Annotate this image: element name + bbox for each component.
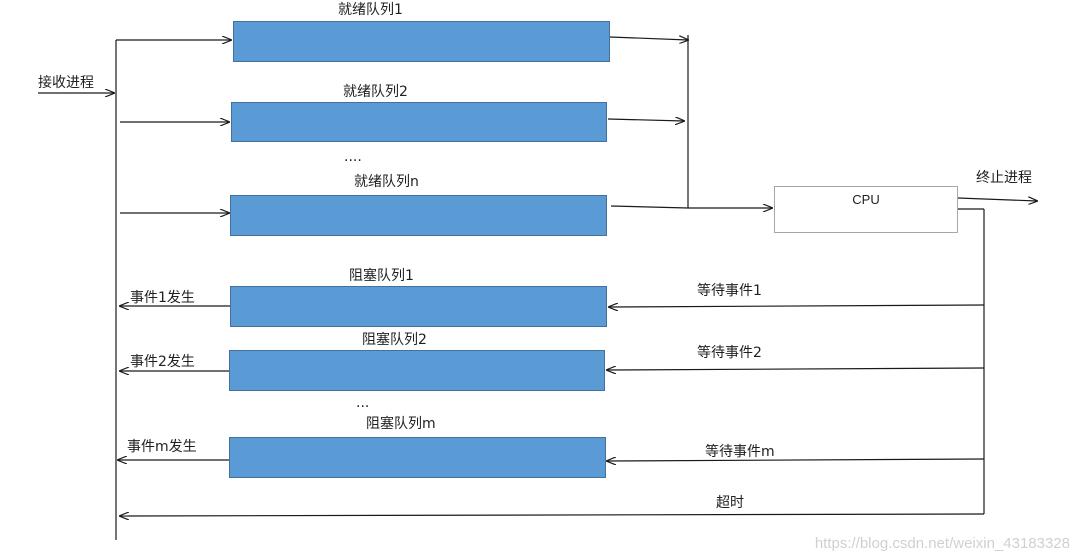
- ready-queue-2-label: 就绪队列2: [343, 84, 408, 100]
- cpu-box: CPU: [774, 186, 958, 233]
- blocked-queue-2-label: 阻塞队列2: [362, 332, 427, 348]
- timeout-label: 超时: [716, 495, 744, 511]
- wait-event-m-label: 等待事件m: [705, 444, 775, 460]
- ready-queue-n-box: [230, 195, 607, 236]
- blocked-ellipsis: ...: [356, 395, 370, 411]
- ready-queue-1-label: 就绪队列1: [338, 2, 403, 18]
- ready-queue-1-box: [233, 21, 610, 62]
- blocked-queue-2-box: [229, 350, 605, 391]
- ready-queue-2-box: [231, 102, 607, 142]
- blocked-queue-1-label: 阻塞队列1: [349, 268, 414, 284]
- blocked-queue-m-label: 阻塞队列m: [366, 416, 436, 432]
- ready-2-out-arrow: [607, 119, 684, 121]
- wait-event-2-label: 等待事件2: [697, 345, 762, 361]
- blocked-queue-1-box: [230, 286, 607, 327]
- watermark: https://blog.csdn.net/weixin_43183328: [814, 535, 1070, 552]
- wait-arrow-2: [607, 368, 985, 370]
- wait-arrow-1: [609, 305, 985, 307]
- ready-ellipsis: ....: [344, 149, 362, 165]
- ready-1-out-arrow: [609, 37, 688, 40]
- blocked-queue-m-box: [229, 437, 606, 478]
- ready-n-out-line: [610, 205, 689, 209]
- ready-queue-n-label: 就绪队列n: [354, 174, 419, 190]
- wait-arrow-m: [607, 459, 985, 461]
- exit-label: 终止进程: [976, 170, 1032, 186]
- entry-label: 接收进程: [38, 75, 94, 91]
- wait-event-1-label: 等待事件1: [697, 283, 762, 299]
- event-1-occur-label: 事件1发生: [130, 290, 195, 306]
- cpu-label: CPU: [852, 192, 880, 207]
- exit-arrow: [957, 198, 1037, 201]
- event-m-occur-label: 事件m发生: [127, 439, 197, 455]
- timeout-arrow: [120, 514, 985, 516]
- event-2-occur-label: 事件2发生: [130, 354, 195, 370]
